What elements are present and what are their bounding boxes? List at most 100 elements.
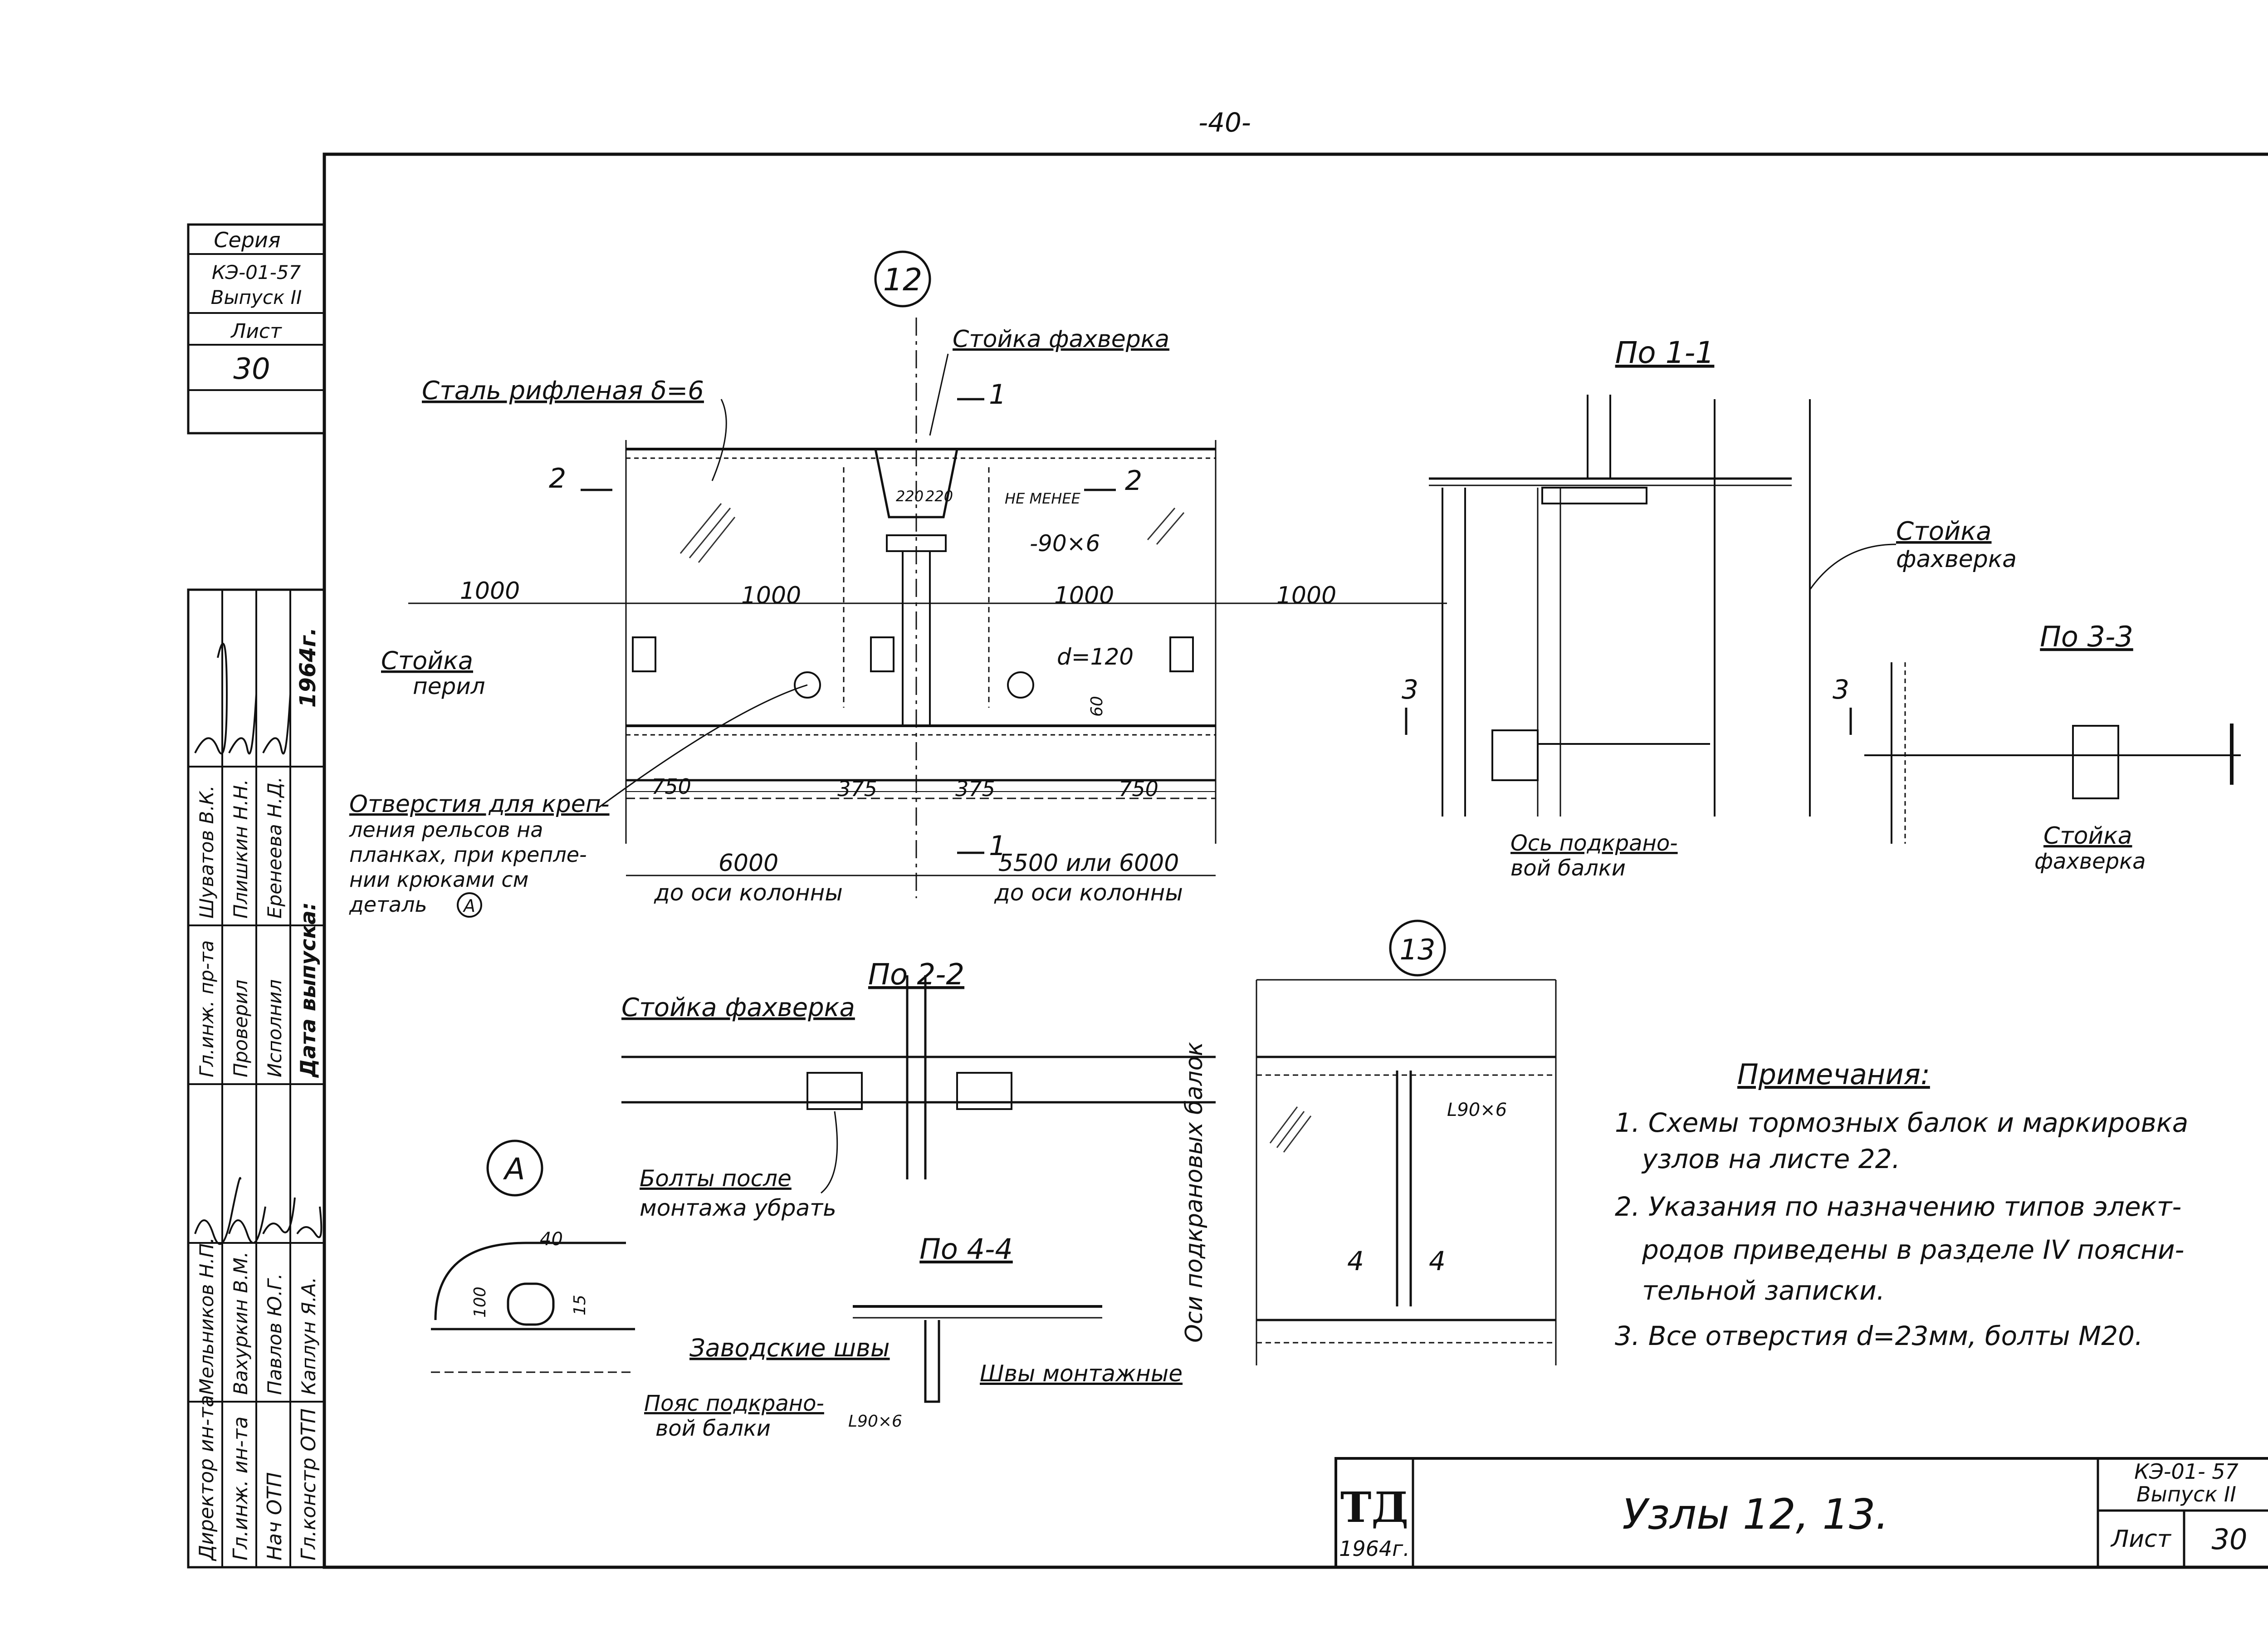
- detail-a-flange-2: вой балки: [655, 1416, 771, 1441]
- node-13-hatching: [1269, 1106, 1312, 1153]
- role-checked: Проверил: [230, 980, 252, 1077]
- section-mark-2-left: 2: [549, 463, 566, 494]
- detail-a-label: А: [503, 1152, 525, 1187]
- node-13-number: 13: [1400, 933, 1436, 966]
- dim-100: 100: [471, 1286, 489, 1318]
- title-block-issue: Выпуск II: [2136, 1482, 2236, 1506]
- role-chief-engineer: Гл.инж. ин-та: [229, 1417, 252, 1560]
- name-shuvatov: Шуватов В.К.: [196, 785, 218, 919]
- section-2-2-title: По 2-2: [868, 958, 964, 992]
- node-13-axes: Оси подкрановых балок: [1181, 1042, 1208, 1343]
- stamp-sheet-number: 30: [233, 352, 270, 386]
- section-3-3-post: Стойка: [2043, 822, 2132, 850]
- section-3-3-post-2: фахверка: [2034, 849, 2146, 874]
- span-left-note: до оси колонны: [654, 880, 843, 906]
- section-4-4-title: По 4-4: [919, 1232, 1013, 1266]
- dim-bottom-1: 750: [651, 774, 691, 799]
- label-min: НЕ МЕНЕЕ: [1005, 490, 1081, 507]
- dim-top-1: 1000: [460, 577, 520, 605]
- note-1-cont: узлов на листе 22.: [1641, 1144, 1900, 1174]
- name-plishkin: Плишкин Н.Н.: [230, 779, 252, 919]
- sheet-frame: [323, 152, 2268, 1569]
- page-number: -40-: [1198, 107, 1251, 138]
- note-3: 3. Все отверстия d=23мм, болты М20.: [1615, 1320, 2143, 1351]
- post-bracket: [874, 449, 958, 518]
- dim-bottom-2: 375: [837, 777, 877, 801]
- section-mark-2-right: 2: [1125, 465, 1142, 497]
- title-block: ТД 1964г. Узлы 12, 13. КЭ-01- 57 Выпуск …: [1334, 1457, 2268, 1569]
- rail-hole-left: [794, 671, 821, 699]
- section-1-1-axis: Ось подкрано-: [1510, 831, 1678, 856]
- notes: Примечания: 1. Схемы тормозных балок и м…: [1615, 1058, 2188, 1351]
- section-1-1-axis-2: вой балки: [1510, 856, 1626, 881]
- section-1-1-post-2: фахверка: [1896, 546, 2017, 573]
- dim-220-b: 220: [925, 488, 953, 505]
- dim-top-2: 1000: [741, 582, 801, 609]
- node-13-angle: L90×6: [1447, 1100, 1507, 1120]
- holes-note-3: планках, при крепле-: [349, 842, 587, 867]
- holes-note-4: нии крюками см: [349, 867, 528, 892]
- detail-a-angle: L90×6: [848, 1412, 902, 1431]
- approval-block: Директор ин-та Гл.инж. ин-та Нач ОТП Гл.…: [187, 588, 326, 1569]
- railing-bracket-left: [632, 636, 656, 672]
- railing-bracket-mid: [870, 636, 894, 672]
- dim-top-4: 1000: [1276, 582, 1336, 609]
- dim-bottom-4: 750: [1119, 777, 1158, 801]
- section-4-4: По 4-4 Заводские швы Швы монтажные: [689, 1232, 1183, 1403]
- dim-40: 40: [540, 1229, 563, 1250]
- section-mark-1-top: 1: [989, 379, 1006, 411]
- section-mark-1-bottom: 1: [989, 830, 1006, 862]
- section-2-2: По 2-2 Стойка фахверка Болты после монта…: [621, 958, 1216, 1221]
- holes-note-5: деталь: [349, 892, 427, 917]
- label-railing-post: Стойка: [381, 646, 473, 675]
- section-2-2-bolts: Болты после: [640, 1165, 792, 1192]
- node-12: 12 220 220 Стойка фахверка Сталь рифлена…: [349, 250, 1447, 918]
- side-stamp: Серия КЭ-01-57 Выпуск II Лист 30: [187, 223, 326, 435]
- role-executed: Исполнил: [264, 979, 286, 1077]
- section-2-2-bolts-2: монтажа убрать: [640, 1195, 836, 1221]
- node-13: 13 Оси подкрановых балок L90×6 4 4: [1181, 919, 1557, 1365]
- note-1: 1. Схемы тормозных балок и маркировка: [1615, 1107, 2188, 1138]
- node-13-mark-2: 4: [1429, 1246, 1446, 1276]
- role-project-engineer: Гл.инж. пр-та: [196, 940, 218, 1077]
- section-1-1-title: По 1-1: [1615, 335, 1715, 370]
- stamp-sheet-label: Лист: [230, 320, 282, 343]
- signatures: [194, 642, 323, 1245]
- node-13-mark: 4: [1347, 1246, 1364, 1276]
- section-3-3: По 3-3 Стойка фахверка: [1864, 620, 2241, 874]
- section-2-2-post: Стойка фахверка: [621, 993, 855, 1022]
- note-2: 2. Указания по назначению типов элект-: [1615, 1191, 2181, 1222]
- section-mark-3-right: 3: [1833, 674, 1849, 705]
- role-chief-designer: Гл.констр ОТП: [297, 1408, 320, 1560]
- rail-hole-right: [1007, 671, 1034, 699]
- plate-hatching: [679, 503, 1185, 563]
- stamp-series-code: КЭ-01-57: [212, 261, 301, 284]
- stamp-issue: Выпуск II: [211, 286, 302, 308]
- stamp-series-label: Серия: [214, 228, 280, 252]
- span-right: 5500 или 6000: [998, 850, 1179, 877]
- title-block-year: 1964г.: [1339, 1536, 1410, 1561]
- node-12-number: 12: [883, 262, 923, 298]
- name-vakhurkin: Вахуркин В.М.: [230, 1252, 252, 1395]
- detail-a-flange: Пояс подкрано-: [644, 1391, 824, 1416]
- name-kaplun: Каплун Я.А.: [298, 1277, 320, 1395]
- dim-top-3: 1000: [1054, 582, 1114, 609]
- label-hole-d: d=120: [1057, 644, 1134, 670]
- label-plate: Сталь рифленая δ=6: [422, 376, 704, 406]
- node-12-marker: [874, 250, 931, 308]
- label-railing-post-2: перил: [413, 673, 485, 699]
- label-post: Стойка фахверка: [953, 326, 1169, 353]
- role-director: Директор ин-та: [195, 1395, 218, 1561]
- span-right-note: до оси колонны: [994, 880, 1183, 906]
- section-1-1-post: Стойка: [1896, 517, 1992, 546]
- dim-bottom-3: 375: [955, 777, 995, 801]
- detail-ref-a: А: [462, 896, 475, 916]
- slot-hole: [507, 1282, 555, 1326]
- holes-note-2: ления рельсов на: [349, 817, 543, 842]
- note-2-cont: родов приведены в разделе IV поясни-: [1642, 1234, 2185, 1265]
- note-2-end: тельной записки.: [1642, 1275, 1885, 1306]
- section-4-4-factory: Заводские швы: [689, 1334, 890, 1362]
- dim-15: 15: [571, 1295, 589, 1315]
- detail-a: А 40 100 15 Пояс подкрано- вой балки L90…: [431, 1139, 902, 1441]
